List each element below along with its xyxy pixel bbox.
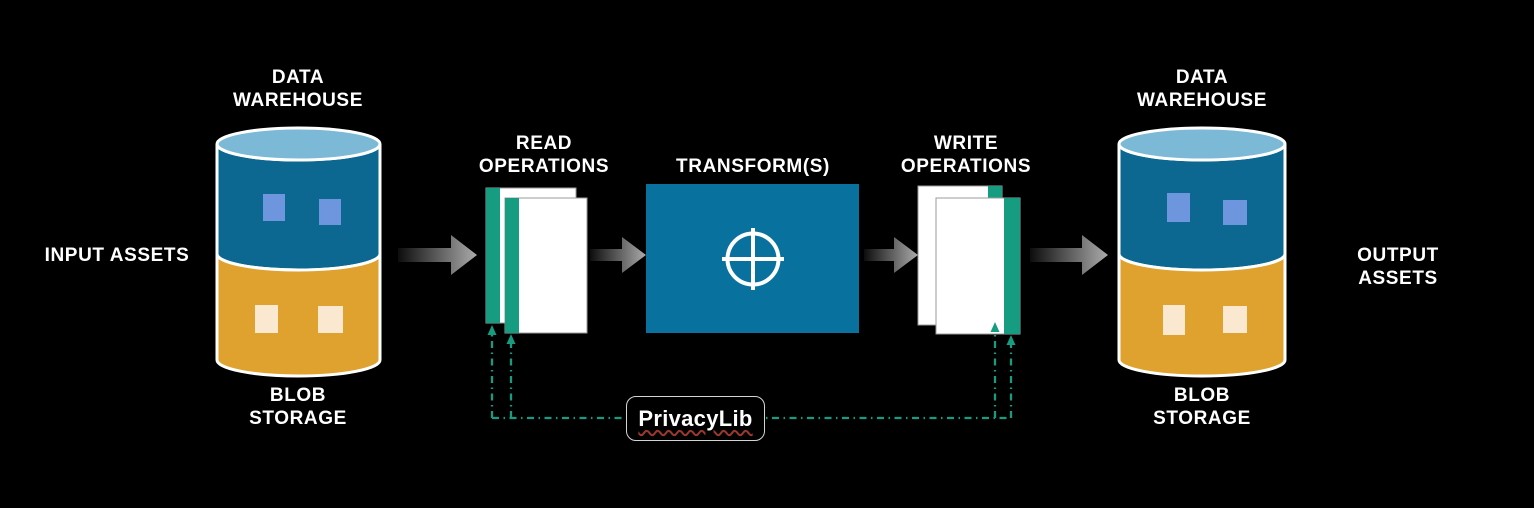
flow-arrow bbox=[590, 237, 646, 273]
file-asset bbox=[1223, 306, 1247, 333]
transform-label: TRANSFORM(S) bbox=[676, 156, 830, 177]
transform-box bbox=[646, 184, 859, 333]
up-arrowhead-icon bbox=[990, 322, 1000, 332]
input-warehouse-label: DATA WAREHOUSE bbox=[233, 67, 363, 111]
file-asset bbox=[318, 306, 343, 333]
privacy-stripe bbox=[1004, 198, 1020, 334]
output-blob-label: BLOB STORAGE bbox=[1153, 385, 1251, 429]
privacy-stripe bbox=[505, 198, 519, 333]
output-datastore-cylinder bbox=[1117, 126, 1287, 378]
output-assets-label: OUTPUT ASSETS bbox=[1357, 245, 1439, 289]
table-asset bbox=[263, 194, 285, 221]
up-arrowhead-icon bbox=[487, 325, 497, 335]
file-asset bbox=[1163, 305, 1185, 335]
input-datastore-cylinder bbox=[215, 126, 382, 378]
flow-arrow bbox=[1030, 235, 1108, 275]
cylinder-lid bbox=[1117, 126, 1287, 162]
output-warehouse-label: DATA WAREHOUSE bbox=[1137, 67, 1267, 111]
read-operations-label: READ OPERATIONS bbox=[478, 133, 610, 177]
cylinder-lid bbox=[215, 126, 382, 162]
privacylib-arrowheads bbox=[487, 322, 1016, 345]
blob-section bbox=[1117, 253, 1287, 378]
privacylib-connectors bbox=[490, 332, 1013, 420]
flow-arrow bbox=[864, 237, 918, 273]
read-operations-documents bbox=[485, 187, 588, 334]
flow-arrow bbox=[398, 235, 477, 275]
write-operations-label: WRITE OPERATIONS bbox=[900, 133, 1032, 177]
warehouse-section bbox=[215, 143, 382, 272]
write-operations-documents bbox=[917, 185, 1021, 335]
up-arrowhead-icon bbox=[1006, 335, 1016, 345]
privacylib-label: PrivacyLib bbox=[638, 405, 753, 431]
table-asset bbox=[1167, 193, 1190, 222]
input-blob-label: BLOB STORAGE bbox=[249, 385, 347, 429]
table-asset bbox=[319, 199, 341, 225]
up-arrowhead-icon bbox=[506, 334, 516, 344]
file-asset bbox=[255, 305, 278, 333]
warehouse-section bbox=[1117, 143, 1287, 272]
privacy-stripe bbox=[486, 188, 500, 323]
privacylib-badge: PrivacyLib bbox=[626, 396, 765, 441]
table-asset bbox=[1223, 200, 1247, 225]
input-assets-label: INPUT ASSETS bbox=[44, 245, 190, 266]
circle-plus-icon bbox=[722, 228, 784, 290]
blob-section bbox=[215, 253, 382, 378]
